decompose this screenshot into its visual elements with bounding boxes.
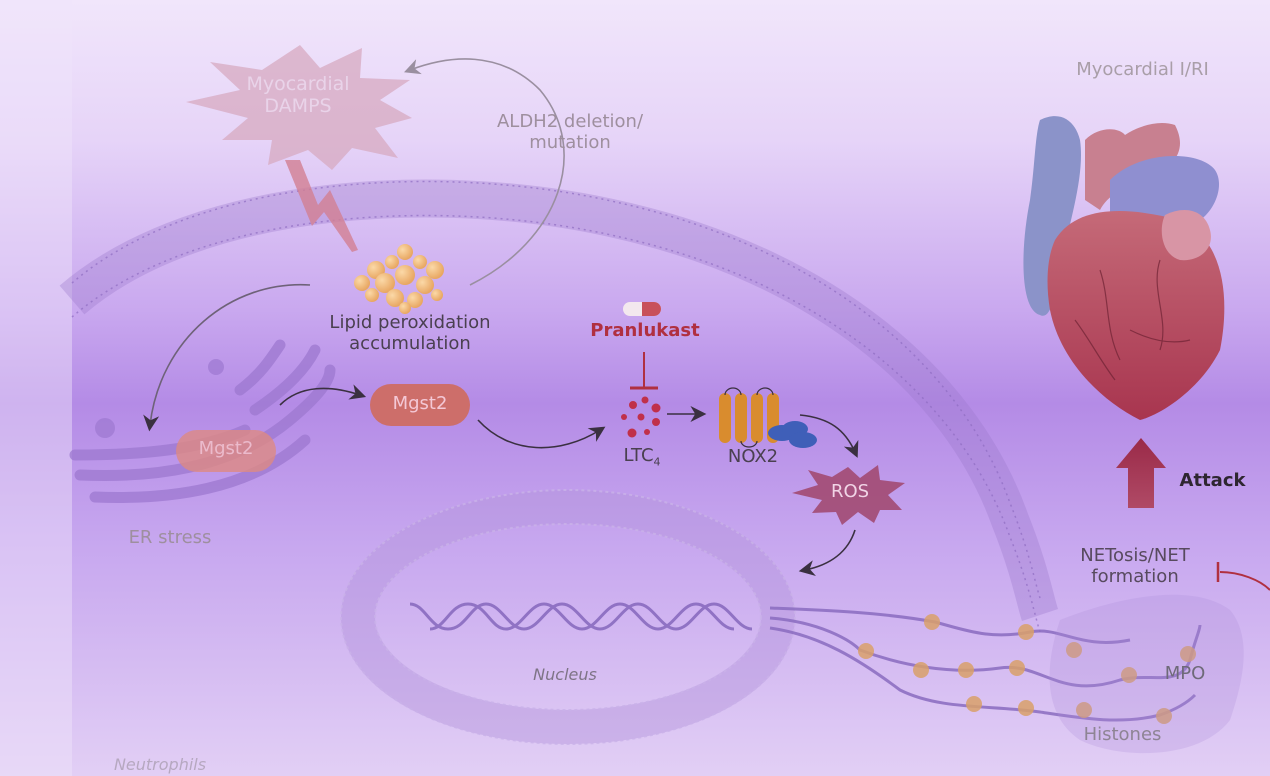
- neutrophils-label: Neutrophils: [113, 755, 207, 774]
- er-stress-label: ER stress: [128, 527, 212, 548]
- mgst2-er-pill: [176, 430, 276, 472]
- aldh2-label-line1: ALDH2 deletion/: [496, 111, 644, 132]
- histone-beads: [858, 614, 1196, 724]
- attack-arrow-icon: [1116, 438, 1166, 508]
- nox2-channel-icon: [719, 387, 817, 448]
- mgst2-er-label: Mgst2: [198, 438, 254, 459]
- damps-label: Myocardial DAMPS: [228, 73, 368, 118]
- pill-capsule-icon: [623, 302, 661, 316]
- membrane-inner-heads: [71, 214, 1041, 633]
- damps-starburst: [186, 45, 412, 170]
- nucleus-membrane: [340, 489, 796, 745]
- vesicle-icon: [95, 418, 115, 438]
- dna-helix-icon: [409, 602, 753, 631]
- cell-membrane: [59, 179, 1059, 622]
- er-organelle-icon: [69, 339, 336, 503]
- lipid-peroxidation-label: Lipid peroxidation accumulation: [305, 312, 515, 354]
- lipid-label-line2: accumulation: [349, 332, 471, 354]
- damps-label-line2: DAMPS: [264, 94, 332, 117]
- mpo-label: MPO: [1164, 663, 1206, 684]
- vesicle-icon: [208, 359, 224, 375]
- ltc4-label: LTC4: [612, 445, 672, 469]
- er-to-mgst2-arrow: [279, 384, 367, 406]
- ros-starburst: [792, 465, 905, 525]
- attack-label: Attack: [1179, 470, 1246, 491]
- netosis-inhibition-line: [1219, 571, 1270, 591]
- netosis-label: NETosis/NET formation: [1060, 545, 1210, 587]
- lightning-icon: [285, 160, 358, 252]
- nucleus-label: Nucleus: [533, 665, 597, 684]
- lipid-droplets-icon: [354, 244, 444, 314]
- aldh2-label: ALDH2 deletion/ mutation: [470, 111, 670, 153]
- pranlukast-label: Pranlukast: [590, 320, 700, 341]
- ltc4-label-subscript: 4: [653, 455, 661, 469]
- heart-illustration: [1023, 116, 1225, 420]
- lipid-label-line1: Lipid peroxidation: [329, 312, 491, 333]
- mgst2-to-ltc4-arrow: [477, 419, 606, 449]
- mgst2-upper-pill: [370, 384, 470, 426]
- ros-label: ROS: [830, 481, 870, 502]
- ltc4-molecules-icon: [621, 396, 661, 438]
- net-cloud: [1049, 594, 1244, 754]
- damps-label-line1: Myocardial: [246, 73, 350, 95]
- ros-to-nucleus-arrow: [798, 529, 856, 576]
- myocardial-iri-label: Myocardial I/RI: [1076, 59, 1209, 80]
- nox2-to-ros-arrow: [799, 414, 859, 458]
- netosis-label-line2: formation: [1091, 565, 1179, 587]
- left-fade-panel: [0, 0, 72, 776]
- netosis-label-line1: NETosis/NET: [1080, 545, 1190, 566]
- aldh2-label-line2: mutation: [529, 131, 611, 153]
- aldh2-feedback-arrow: [404, 58, 565, 286]
- lipid-to-er-arrow: [143, 283, 311, 432]
- mgst2-upper-label: Mgst2: [392, 393, 448, 414]
- histones-label: Histones: [1083, 724, 1162, 745]
- nox2-label: NOX2: [727, 446, 779, 467]
- ltc4-label-main: LTC: [623, 445, 654, 466]
